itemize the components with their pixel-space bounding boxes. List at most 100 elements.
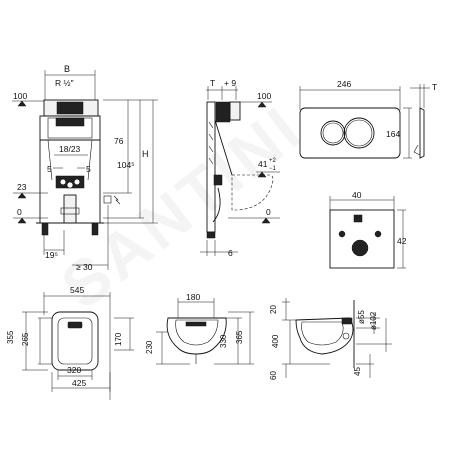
toilet-bowl-side-view: 20 ø55 ø102 400 60 45	[269, 298, 392, 380]
drain-pipe	[63, 194, 77, 224]
flush-plate-side	[229, 101, 241, 121]
level-marker-23	[17, 192, 27, 199]
cistern-inlet	[55, 117, 85, 127]
label-side-zero: 0	[266, 207, 271, 217]
mounting-plate-outline	[329, 209, 395, 269]
label-front-w180: 180	[186, 292, 200, 302]
plate-side-detail	[413, 144, 421, 156]
foot-left	[41, 222, 49, 236]
plate-side-profile	[419, 107, 425, 159]
toilet-bowl-front-view: 180 230 330 365	[145, 292, 254, 365]
electric-icon	[113, 195, 121, 205]
hatch-2	[208, 133, 214, 141]
drain-collar	[60, 207, 80, 215]
installation-frame-side: T + 9 100 41 +2 −1	[200, 78, 280, 258]
bowl-outline-dashed	[231, 174, 274, 211]
label-t: T	[210, 78, 215, 88]
label-side-h400: 400	[271, 334, 280, 348]
plate-outline	[299, 107, 401, 159]
hatch-1	[208, 121, 214, 129]
large-flush-inner	[345, 119, 373, 147]
bolt-left	[60, 179, 66, 185]
label-depth-104: 104⁵	[117, 160, 135, 170]
bowl-side-inner	[301, 321, 344, 346]
small-flush-inner	[322, 122, 344, 144]
flush-plate-front: 246 164 T	[299, 79, 437, 159]
label-side-23: 23	[17, 182, 27, 192]
level-marker-zero	[17, 217, 27, 224]
level-marker-side	[257, 101, 267, 108]
hatch-4	[208, 157, 214, 165]
label-tol-minus: −1	[269, 166, 277, 172]
label-conn: R ½"	[55, 78, 74, 88]
bowl-seat-outline	[51, 311, 99, 371]
installation-frame-front: B R ½" 100 18/23 5 5	[12, 64, 158, 272]
pipe-diagonal	[214, 119, 233, 176]
label-side-right: 5	[86, 164, 91, 174]
label-tol-plus: +2	[269, 158, 277, 164]
label-plate-small-height: 42	[397, 236, 407, 246]
label-six: 6	[228, 248, 233, 258]
label-front-h365: 365	[235, 330, 244, 344]
bowl-side-outline	[295, 317, 354, 355]
label-width-b: B	[64, 64, 70, 74]
label-front-h230: 230	[145, 340, 154, 354]
label-side-h60: 60	[269, 371, 278, 380]
label-plate-t: T	[432, 82, 437, 92]
drain-cutout	[351, 239, 369, 257]
label-depth-76: 76	[114, 136, 124, 146]
label-side-h45: 45	[353, 367, 362, 376]
small-flush-button	[320, 120, 346, 146]
label-side-d102: ø102	[369, 311, 378, 330]
bowl-side-inlet	[341, 317, 353, 325]
label-plate-width: 246	[337, 79, 351, 89]
socket-box	[103, 195, 112, 204]
label-side-h20: 20	[269, 305, 278, 314]
bowl-hinge	[67, 321, 83, 329]
toilet-bowl-top-view: 545 355 265 170 320 425	[6, 285, 134, 400]
bolt-right	[74, 179, 80, 185]
foot-right	[91, 222, 99, 236]
label-bowl-h170: 170	[114, 332, 123, 346]
large-flush-button	[343, 117, 375, 149]
bowl-inner-outline	[57, 317, 93, 365]
label-bowl-w320: 320	[67, 365, 81, 375]
level-marker-41	[257, 171, 267, 178]
label-height-41: 41	[258, 159, 268, 169]
mounting-plate: 40 42	[329, 190, 407, 269]
hatch-3	[208, 145, 214, 153]
frame-strut-l	[47, 139, 53, 181]
label-height-h: H	[142, 149, 149, 159]
label-side-left: 5	[47, 164, 52, 174]
label-front-h330: 330	[219, 334, 228, 348]
label-bottom-195: 19⁵	[45, 250, 58, 260]
drain-hole	[66, 181, 74, 189]
label-bowl-h355: 355	[6, 330, 15, 344]
inlet-cutout	[353, 214, 363, 223]
cistern-flush-box	[56, 101, 84, 115]
label-top-offset: 100	[13, 91, 27, 101]
label-plate-height: 164	[386, 129, 400, 139]
bolt-hole-right	[374, 230, 382, 238]
level-marker	[17, 100, 27, 107]
bolt-hole-left	[338, 230, 346, 238]
label-pipe: 18/23	[59, 144, 81, 154]
support-bracket	[213, 174, 223, 186]
label-side-top-100: 100	[257, 91, 271, 101]
drain-bend	[212, 187, 221, 223]
level-marker-side-zero	[261, 217, 271, 224]
bowl-front-inner	[175, 319, 219, 346]
foot-side	[206, 231, 216, 239]
label-zero: 0	[17, 207, 22, 217]
label-side-d55: ø55	[357, 310, 366, 324]
label-bottom-ge30: ≥ 30	[76, 262, 93, 272]
label-bowl-w425: 425	[72, 378, 86, 388]
label-bowl-w545: 545	[70, 285, 84, 295]
label-plus9: + 9	[224, 78, 236, 88]
bowl-side-outlet	[342, 332, 350, 340]
cistern-side	[215, 101, 231, 123]
frame-strut-r	[87, 139, 93, 181]
label-bowl-h265: 265	[21, 332, 30, 346]
